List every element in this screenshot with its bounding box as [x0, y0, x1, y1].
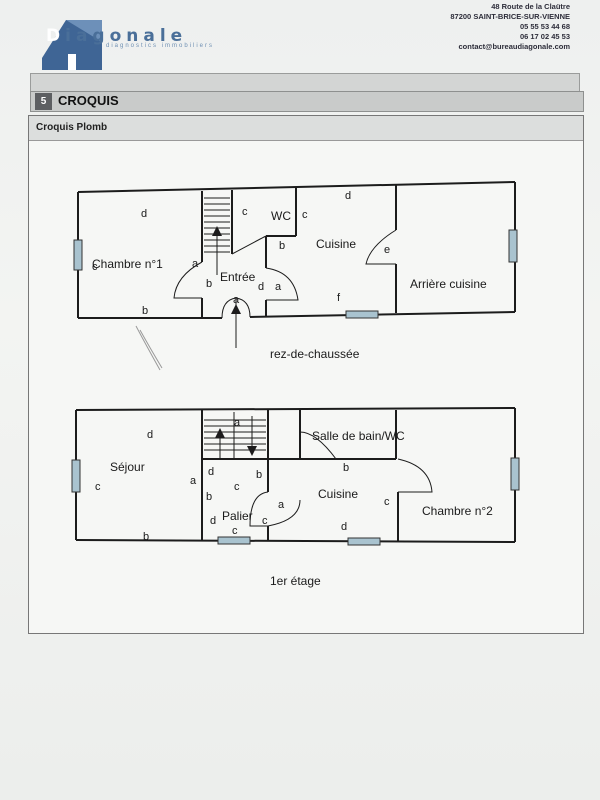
- wall-letter: c: [232, 525, 238, 537]
- room-palier-label: Palier: [222, 509, 253, 523]
- room-cuisine-label: Cuisine: [316, 237, 356, 251]
- window-arriere-cuisine: [508, 229, 518, 263]
- wall-letter: c: [302, 209, 308, 221]
- wall-letter: a: [192, 258, 199, 270]
- window-sejour: [71, 459, 81, 493]
- wall-letter: d: [345, 190, 351, 202]
- sketch-panel: Croquis Plomb: [28, 115, 584, 634]
- window-cuisine: [345, 310, 379, 319]
- subsection-header: Croquis Plomb: [29, 116, 583, 141]
- wall-letter: c: [95, 481, 101, 493]
- wall-letter: c: [262, 515, 268, 527]
- address-phone: 05 55 53 44 68: [519, 22, 570, 31]
- wall-letter: a: [233, 294, 240, 306]
- room-sejour-label: Séjour: [110, 460, 145, 474]
- window-palier: [217, 536, 251, 545]
- wall-letter: a: [234, 417, 241, 429]
- wall-letter: b: [143, 531, 149, 543]
- wall-letter: d: [341, 521, 347, 533]
- company-logo: [40, 14, 230, 70]
- wall-letter: a: [190, 475, 197, 487]
- wall-letter: a: [278, 499, 285, 511]
- windows: [71, 229, 520, 546]
- ground-floor-stairs: [204, 197, 237, 348]
- wall-letter: d: [141, 208, 147, 220]
- wall-letter: b: [206, 278, 212, 290]
- wall-letter: c: [234, 481, 240, 493]
- wall-letter: b: [343, 462, 349, 474]
- wall-letter: d: [208, 466, 214, 478]
- company-address: 48 Route de la Claütre 87200 SAINT-BRICE…: [450, 2, 570, 52]
- wall-letter: d: [258, 281, 264, 293]
- section-header: 5 CROQUIS: [30, 91, 584, 112]
- ground-floor-caption: rez-de-chaussée: [270, 347, 360, 361]
- address-street: 48 Route de la Claütre: [491, 2, 570, 11]
- wall-letter: c: [92, 261, 98, 273]
- wall-letter: c: [242, 206, 248, 218]
- wall-letter: f: [337, 292, 341, 304]
- first-floor-doors: [249, 431, 433, 527]
- window-cuisine-etage: [347, 537, 381, 546]
- logo-wordmark: Diagonale: [46, 26, 188, 46]
- wall-letter: b: [142, 305, 148, 317]
- wall-letter: e: [384, 244, 390, 256]
- wall-letter: b: [256, 469, 262, 481]
- room-sdb-label: Salle de bain/WC: [312, 429, 405, 443]
- wall-letter: d: [210, 515, 216, 527]
- room-entree-label: Entrée: [220, 270, 256, 284]
- address-email: contact@bureaudiagonale.com: [458, 42, 570, 51]
- room-arriere-cuisine-label: Arrière cuisine: [410, 277, 487, 291]
- ground-floor-doors: [173, 229, 397, 319]
- first-floor-caption: 1er étage: [270, 574, 321, 588]
- subsection-title: Croquis Plomb: [36, 122, 108, 133]
- window-chambre2: [510, 457, 520, 491]
- room-chambre2-label: Chambre n°2: [422, 504, 493, 518]
- room-cuisine-etage-label: Cuisine: [318, 487, 358, 501]
- address-city: 87200 SAINT-BRICE-SUR-VIENNE: [450, 12, 570, 21]
- window-chambre1: [73, 239, 83, 271]
- wall-letter: d: [147, 429, 153, 441]
- address-mobile: 06 17 02 45 53: [519, 32, 570, 41]
- wall-letter: b: [279, 240, 285, 252]
- logo-tagline: diagnostics immobiliers: [106, 43, 215, 49]
- first-floor-plan: [75, 407, 516, 543]
- section-number: 5: [35, 93, 52, 110]
- wall-letter: a: [275, 281, 282, 293]
- room-chambre1-label: Chambre n°1: [92, 257, 163, 271]
- pencil-marks: [135, 325, 163, 371]
- wall-letter: c: [384, 496, 390, 508]
- ground-floor-plan: [77, 181, 516, 319]
- section-title: CROQUIS: [58, 93, 119, 108]
- logo-graphic: [42, 20, 102, 70]
- room-wc-label: WC: [271, 209, 291, 223]
- wall-letter: b: [206, 491, 212, 503]
